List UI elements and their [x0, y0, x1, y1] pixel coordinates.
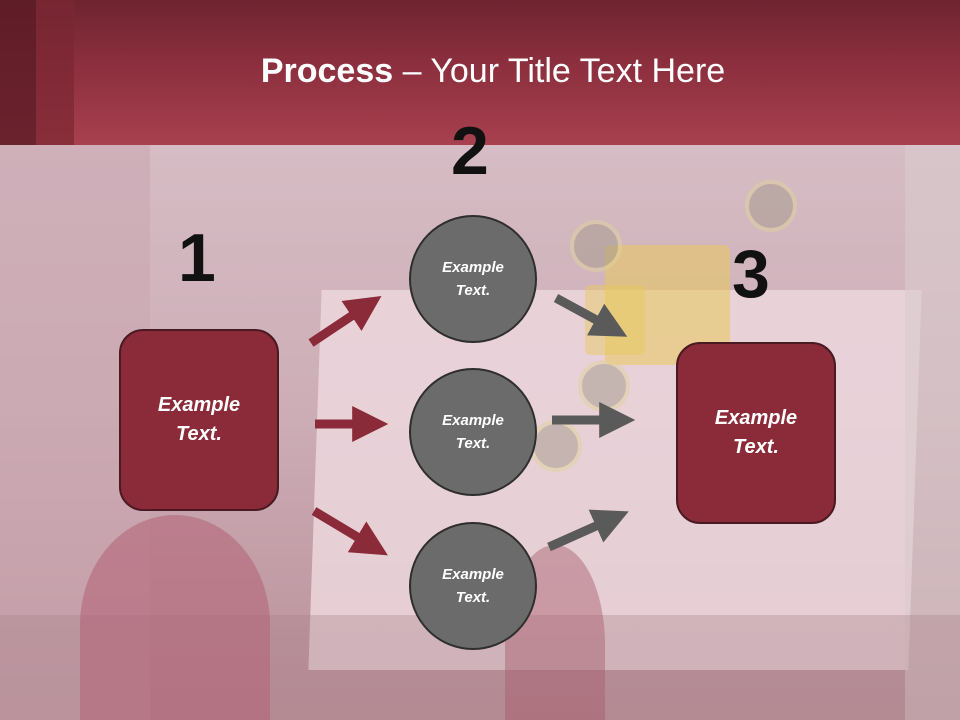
box-text-line: Example	[157, 394, 241, 416]
step-circle-top: Example Text.	[409, 215, 537, 343]
box-text-line: Example	[714, 407, 798, 429]
step-circle-middle-text: Example Text.	[442, 409, 504, 455]
box-text-line: Text.	[733, 436, 779, 458]
step-circle-bottom-text: Example Text.	[442, 563, 504, 609]
step-circle-middle: Example Text.	[409, 368, 537, 496]
photo-suction-cup	[530, 420, 582, 472]
step-number-2: 2	[451, 113, 489, 189]
arrow-up-red	[308, 296, 382, 347]
step-box-end-text: Example Text.	[715, 404, 797, 462]
header-band	[0, 0, 960, 145]
header-accent-strip	[0, 0, 36, 145]
step-box-start: Example Text.	[119, 329, 279, 511]
circle-text-line: Example	[442, 566, 504, 583]
title-bold: Process	[260, 52, 394, 90]
arrow-down-red	[311, 507, 388, 556]
step-circle-bottom: Example Text.	[409, 522, 537, 650]
circle-text-line: Example	[442, 259, 504, 276]
header-accent-strip	[36, 0, 74, 145]
photo-wall-right	[905, 145, 960, 720]
step-box-start-text: Example Text.	[158, 391, 240, 449]
circle-text-line: Text.	[455, 589, 491, 606]
step-number-1: 1	[178, 220, 216, 296]
arrow-down-grey	[553, 294, 628, 337]
photo-worker-left	[80, 515, 270, 720]
step-circle-top-text: Example Text.	[442, 256, 504, 302]
photo-suction-cup	[570, 220, 622, 272]
step-number-3: 3	[732, 236, 770, 312]
arrow-up-grey	[547, 509, 629, 552]
circle-text-line: Text.	[455, 282, 491, 299]
step-box-end: Example Text.	[676, 342, 836, 524]
photo-suction-cup	[745, 180, 797, 232]
box-text-line: Text.	[176, 423, 222, 445]
circle-text-line: Text.	[455, 435, 491, 452]
title-rest: – Your Title Text Here	[393, 52, 726, 90]
circle-text-line: Example	[442, 412, 504, 429]
slide-title: Process – Your Title Text Here	[0, 52, 960, 91]
